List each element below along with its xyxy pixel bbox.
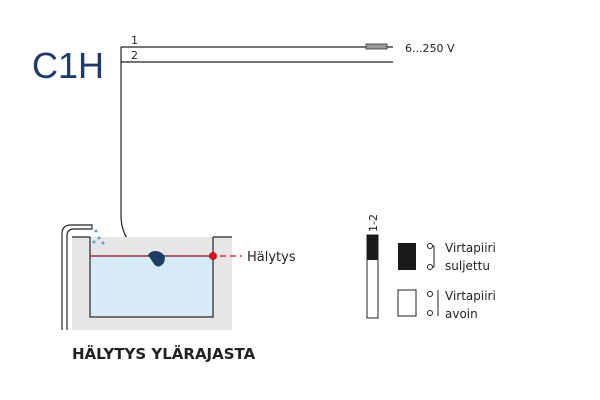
open-legend-swatch [397,289,417,317]
wire-label-1: 1 [131,34,138,47]
closed-legend-line1: Virtapiiri [445,241,496,255]
voltage-label: 6...250 V [405,42,455,55]
float-cable [120,47,151,256]
open-legend-line1: Virtapiiri [445,289,496,303]
closed-contact-icon [427,243,435,270]
closed-legend-line2: suljettu [445,259,490,273]
model-label: C1H [32,45,104,86]
switch-label: 1-2 [367,214,380,232]
float-icon [148,251,165,267]
alarm-point [209,252,217,260]
fuse-icon [365,43,388,50]
diagram-title: HÄLYTYS YLÄRAJASTA [72,344,256,363]
wire-label-2: 2 [131,49,138,62]
closed-legend-swatch [398,243,416,270]
water-drops-icon [92,229,105,245]
alarm-label: Hälytys [247,250,296,265]
water [89,255,214,318]
inlet-pipe [61,224,93,330]
open-legend-line2: avoin [445,307,478,321]
open-contact-icon [427,290,439,316]
switch-state-closed-segment [367,235,378,260]
